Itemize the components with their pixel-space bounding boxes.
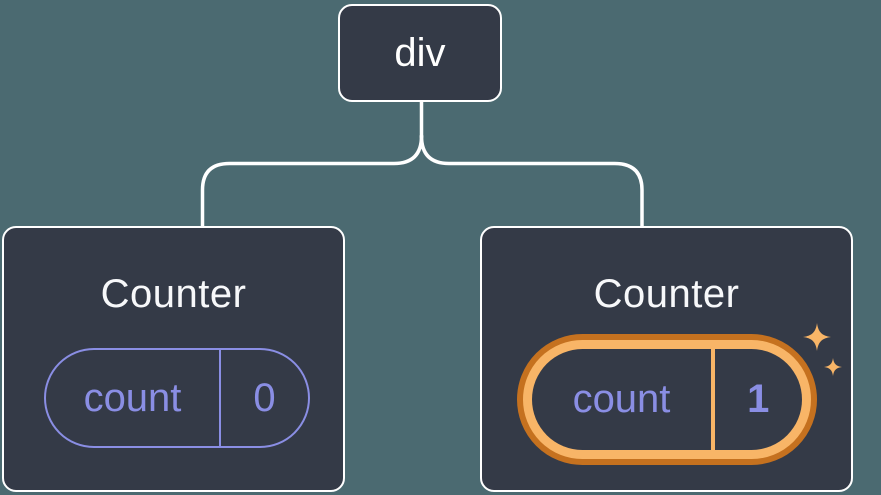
sparkles-icon [803, 321, 831, 353]
state-value: 1 [747, 377, 770, 421]
state-pill-highlight-ring: count 1 [517, 334, 817, 465]
state-value: 0 [253, 375, 276, 420]
state-pill: count 1 [532, 349, 802, 450]
connector-right-branch [419, 134, 644, 230]
counter-card-left: Counter count 0 [2, 226, 345, 492]
state-pill: count 0 [44, 348, 310, 448]
root-node-label: div [394, 30, 446, 75]
pill-divider [219, 350, 221, 446]
pill-divider [711, 349, 715, 450]
component-title: Counter [100, 272, 247, 316]
state-name: count [572, 377, 671, 421]
connector-left-branch [200, 134, 424, 230]
state-name: count [83, 375, 182, 420]
sparkles-icon [824, 358, 842, 376]
component-title: Counter [593, 272, 740, 316]
root-node-div: div [338, 4, 502, 102]
counter-card-right: Counter count 1 [480, 226, 853, 492]
